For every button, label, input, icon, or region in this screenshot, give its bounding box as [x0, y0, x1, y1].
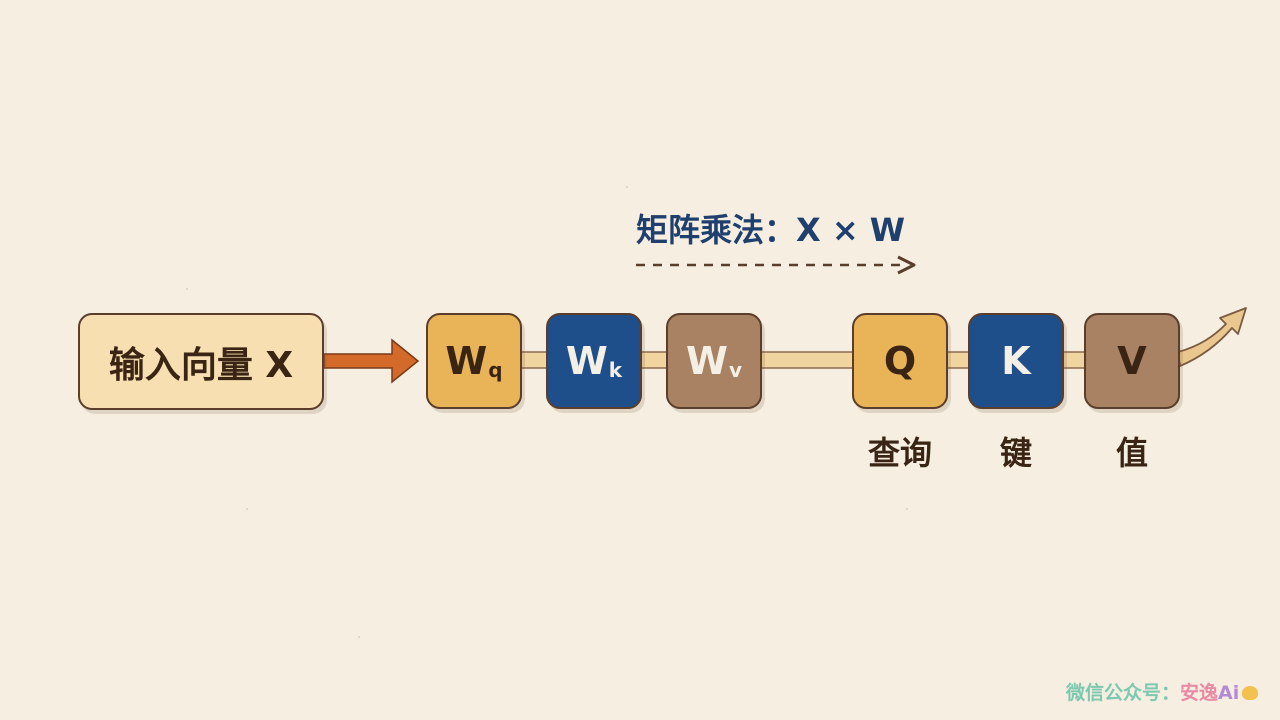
- matrix-sub-label: k: [608, 358, 623, 382]
- matrix-main-label: W: [565, 339, 608, 383]
- watermark: 微信公众号：安逸Ai: [1066, 678, 1259, 705]
- watermark-name: 安逸: [1180, 682, 1219, 704]
- input-vector-box: 输入向量 X: [78, 313, 324, 410]
- operation-label: 矩阵乘法：X × W: [636, 211, 906, 249]
- matrix-sub-label: q: [488, 358, 503, 382]
- output-value-box: V: [1084, 313, 1180, 409]
- input-vector-label: 输入向量 X: [108, 344, 294, 386]
- input-arrow: [323, 338, 420, 384]
- paper-speck: [246, 508, 248, 510]
- operation-arrowhead-icon: [897, 255, 916, 275]
- matrix-main-label: W: [686, 339, 728, 383]
- output-symbol: V: [1117, 339, 1147, 383]
- output-symbol: Q: [883, 339, 917, 383]
- output-key-box: K: [968, 313, 1064, 409]
- connector-band: [759, 351, 861, 369]
- output-query-caption: 查询: [867, 434, 932, 472]
- output-key-caption: 键: [999, 434, 1032, 472]
- watermark-suffix: Ai: [1218, 682, 1240, 704]
- paper-speck: [358, 636, 360, 638]
- matrix-main-label: W: [445, 339, 488, 383]
- exit-arrow-icon: [1177, 307, 1247, 367]
- output-value-caption: 值: [1115, 434, 1148, 472]
- watermark-logo-icon: [1242, 686, 1259, 700]
- paper-speck: [906, 508, 908, 510]
- watermark-prefix: 微信公众号：: [1066, 682, 1181, 704]
- paper-speck: [186, 288, 188, 290]
- paper-speck: [626, 186, 628, 188]
- output-query-box: Q: [852, 313, 948, 409]
- matrix-sub-label: v: [728, 358, 742, 382]
- output-symbol: K: [1001, 339, 1031, 383]
